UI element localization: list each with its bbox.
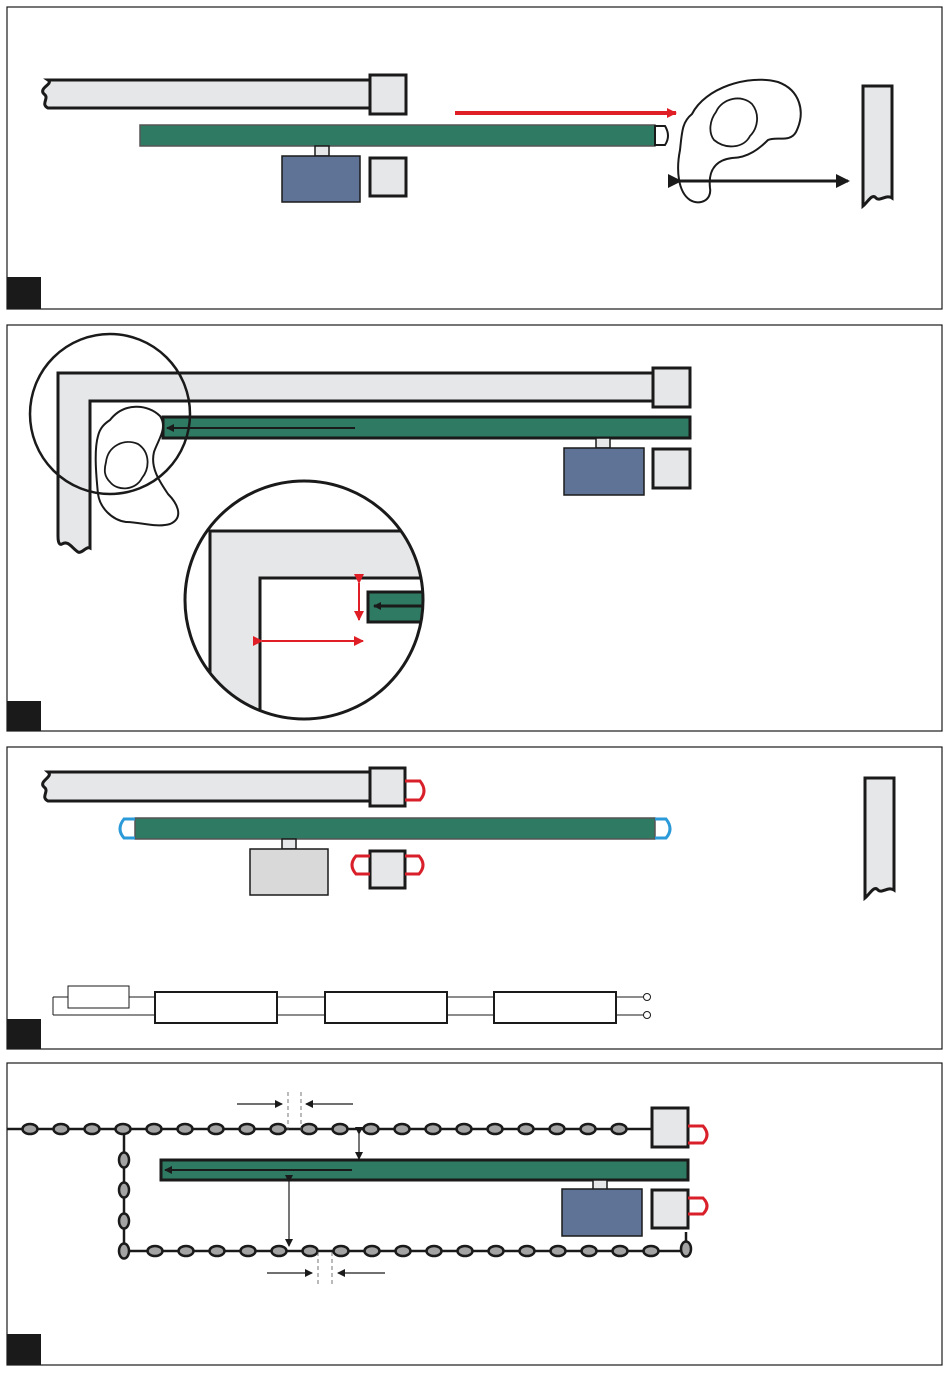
chain-link-icon bbox=[178, 1124, 193, 1134]
chain-link-icon bbox=[613, 1246, 628, 1256]
chain-link-icon bbox=[520, 1246, 535, 1256]
chain-link-icon bbox=[147, 1124, 162, 1134]
chain-link-icon bbox=[148, 1246, 163, 1256]
chain-link-icon bbox=[85, 1124, 100, 1134]
chain-link-icon bbox=[119, 1183, 129, 1198]
support-post-bottom bbox=[370, 851, 405, 888]
safety-edge-icon bbox=[352, 856, 370, 874]
chain-link-icon bbox=[272, 1246, 287, 1256]
gate-bar bbox=[135, 818, 655, 839]
chain-link-icon bbox=[426, 1124, 441, 1134]
safety-edge-box bbox=[494, 992, 616, 1023]
motor-unit bbox=[250, 849, 328, 895]
chain-link-icon bbox=[303, 1246, 318, 1256]
chain-link-icon bbox=[681, 1242, 691, 1257]
chain-link-icon bbox=[612, 1124, 627, 1134]
safety-edge-icon bbox=[688, 1126, 707, 1143]
chain-link-icon bbox=[241, 1246, 256, 1256]
chain-link-icon bbox=[550, 1124, 565, 1134]
chain-link-icon bbox=[458, 1246, 473, 1256]
panel-3 bbox=[7, 747, 942, 1049]
motor-shaft bbox=[282, 839, 296, 849]
chain-link-icon bbox=[210, 1246, 225, 1256]
panel-frame bbox=[7, 7, 942, 309]
chain-link-icon bbox=[23, 1124, 38, 1134]
wall-post bbox=[865, 778, 894, 898]
chain-link-icon bbox=[119, 1153, 129, 1168]
panel-frame bbox=[7, 1063, 942, 1365]
link-spacing-bottom bbox=[267, 1252, 385, 1286]
chain-link-icon bbox=[240, 1124, 255, 1134]
support-post-bottom bbox=[652, 1190, 688, 1228]
chain-link-icon bbox=[581, 1124, 596, 1134]
chain-link-icon bbox=[119, 1244, 129, 1259]
chain-link-icon bbox=[119, 1214, 129, 1229]
safety-edge-box bbox=[325, 992, 447, 1023]
chain-link-icon bbox=[519, 1124, 534, 1134]
chain-link-icon bbox=[209, 1124, 224, 1134]
chain-link-icon bbox=[395, 1124, 410, 1134]
chain-link-icon bbox=[551, 1246, 566, 1256]
chain-link-icon bbox=[302, 1124, 317, 1134]
end-cap bbox=[655, 126, 668, 145]
motor-shaft bbox=[596, 438, 610, 448]
chain-link-icon bbox=[488, 1124, 503, 1134]
panel-number-box bbox=[7, 277, 41, 309]
terminal bbox=[644, 994, 651, 1001]
chain-link-icon bbox=[427, 1246, 442, 1256]
support-post-top bbox=[370, 768, 405, 806]
support-post-top bbox=[370, 75, 406, 114]
wiring-diagram bbox=[53, 986, 651, 1023]
support-post-top bbox=[653, 368, 690, 407]
safety-edge-icon bbox=[405, 781, 424, 800]
safety-edge-icon bbox=[120, 819, 135, 838]
fixed-beam bbox=[43, 80, 370, 108]
support-post-bottom bbox=[653, 449, 690, 488]
chain-link-icon bbox=[364, 1124, 379, 1134]
chain-link-icon bbox=[582, 1246, 597, 1256]
chain-link-icon bbox=[396, 1246, 411, 1256]
panel-1 bbox=[7, 7, 942, 309]
safety-edge-icon bbox=[405, 856, 423, 874]
zoom-detail bbox=[185, 481, 448, 740]
chain-link-icon bbox=[54, 1124, 69, 1134]
motor-unit bbox=[564, 448, 644, 495]
panel-4 bbox=[7, 1063, 942, 1365]
chain-link-icon bbox=[116, 1124, 131, 1134]
motor-unit bbox=[562, 1189, 642, 1236]
support-post-bottom bbox=[370, 158, 406, 196]
chain-link-icon bbox=[179, 1246, 194, 1256]
support-post-top bbox=[652, 1108, 688, 1147]
safety-edge-icon bbox=[688, 1198, 707, 1214]
gate-bar bbox=[140, 125, 655, 146]
wall-post bbox=[863, 86, 892, 206]
panel-number-box bbox=[7, 1019, 41, 1049]
chain-link-icon bbox=[271, 1124, 286, 1134]
safety-edge-box bbox=[155, 992, 277, 1023]
panel-2 bbox=[7, 325, 942, 740]
fixed-beam bbox=[43, 772, 370, 801]
panel-number-box bbox=[7, 1334, 41, 1365]
chain-link-icon bbox=[644, 1246, 659, 1256]
chain-link-icon bbox=[334, 1246, 349, 1256]
motor-unit bbox=[282, 156, 360, 202]
chain-link-icon bbox=[333, 1124, 348, 1134]
chain-link-icon bbox=[457, 1124, 472, 1134]
terminal bbox=[644, 1012, 651, 1019]
chain-link-icon bbox=[489, 1246, 504, 1256]
panel-number-box bbox=[7, 701, 41, 731]
resistor-box bbox=[68, 986, 129, 1008]
chain-link-icon bbox=[365, 1246, 380, 1256]
safety-edge-icon bbox=[655, 819, 670, 838]
motor-shaft bbox=[315, 146, 329, 156]
